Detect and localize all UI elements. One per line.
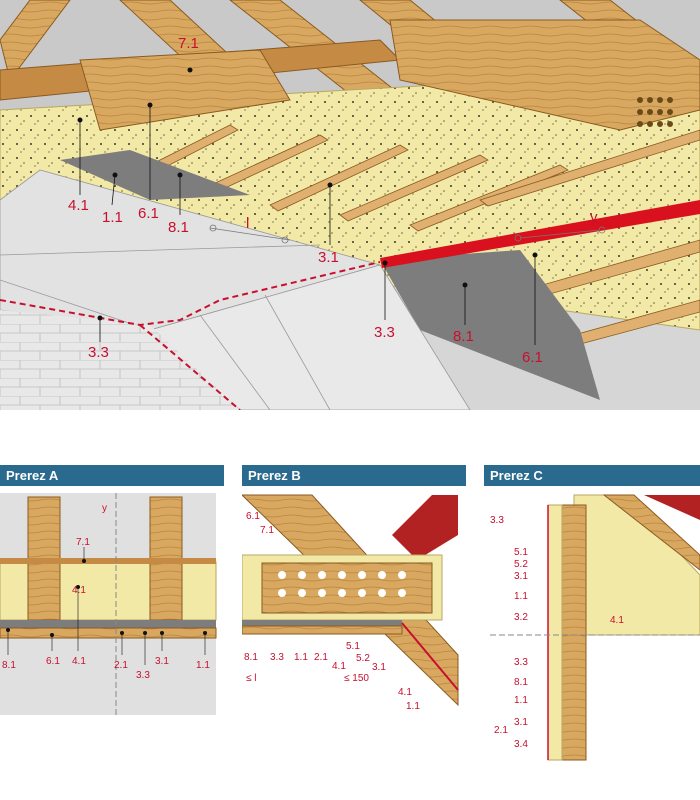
dimension-l-label: l [246,215,249,232]
label-3-3-tape: 3.3 [374,324,395,341]
section-a-2-1: 2.1 [114,660,128,671]
ridge-beam [0,19,700,131]
section-c-5-1: 5.1 [514,547,528,558]
section-b-3-1: 3.1 [372,662,386,673]
dimension-l [209,224,291,244]
ventilation-holes [637,97,673,127]
section-a-1-1: 1.1 [196,660,210,671]
label-8-1-membrane: 8.1 [453,328,474,345]
section-c-3-3: 3.3 [514,657,528,668]
section-b-5-2: 5.2 [356,653,370,664]
label-3-1: 3.1 [318,249,339,266]
section-a-3-3: 3.3 [136,670,150,681]
section-b-le-l: ≤ l [246,673,257,684]
dimension-y [514,226,606,242]
section-a-7-1: 7.1 [76,537,90,548]
section-b-4-1-b: 4.1 [398,687,412,698]
section-b-title: Prerez B [248,468,301,483]
airtight-seal-line [0,261,381,327]
section-a-title: Prerez A [6,468,59,483]
battens [119,124,700,359]
section-b-2-1: 2.1 [314,652,328,663]
section-c-3-1-b: 3.1 [514,717,528,728]
section-c-4-1: 4.1 [610,615,624,626]
section-c-3-1: 3.1 [514,571,528,582]
section-c-1-1-b: 1.1 [514,695,528,706]
section-b-7-1: 7.1 [260,525,274,536]
section-a-4-1: 4.1 [72,656,86,667]
section-a-6-1: 6.1 [46,656,60,667]
label-7-1: 7.1 [178,35,199,52]
section-b-5-1: 5.1 [346,641,360,652]
section-c-2-1: 2.1 [494,725,508,736]
section-b: Prerez B 6.1 7.1 8.1 3.3 1.1 2.1 4.1 5.1… [242,465,466,715]
section-c-8-1: 8.1 [514,677,528,688]
section-a: Prerez A y 7.1 4.1 8.1 6.1 4.1 2.1 3.3 3… [0,465,224,715]
section-b-3-3: 3.3 [270,652,284,663]
section-a-4-1-top: 4.1 [72,585,86,596]
dimension-y-label: y [590,209,598,226]
vapour-barrier [60,150,250,200]
section-c-title: Prerez C [490,468,543,483]
section-c: Prerez C 3.3 5.1 5.2 3.1 1.1 3.2 4.1 3.3… [484,465,700,775]
section-b-1-1-b: 1.1 [406,701,420,712]
section-b-6-1: 6.1 [246,511,260,522]
section-b-8-1: 8.1 [244,652,258,663]
section-c-3-3-top: 3.3 [490,515,504,526]
section-b-1-1: 1.1 [294,652,308,663]
section-a-3-1: 3.1 [155,656,169,667]
section-c-3-4: 3.4 [514,739,528,750]
section-c-5-2: 5.2 [514,559,528,570]
section-b-4-1: 4.1 [332,661,346,672]
label-4-1: 4.1 [68,197,89,214]
label-6-1-rafter: 6.1 [522,349,543,366]
section-b-le-150: ≤ 150 [344,673,369,684]
label-1-1: 1.1 [102,209,123,226]
label-6-1: 6.1 [138,205,159,222]
section-a-8-1: 8.1 [2,660,16,671]
label-3-3-wall: 3.3 [88,344,109,361]
sealing-tape [380,200,700,268]
section-c-1-1: 1.1 [514,591,528,602]
brick-wall [0,310,240,410]
roof-construction-view: 7.1 4.1 1.1 6.1 8.1 l 3.1 y 3.3 3.3 8.1 … [0,0,700,410]
label-8-1: 8.1 [168,219,189,236]
section-a-y: y [102,503,107,514]
section-c-3-2: 3.2 [514,612,528,623]
